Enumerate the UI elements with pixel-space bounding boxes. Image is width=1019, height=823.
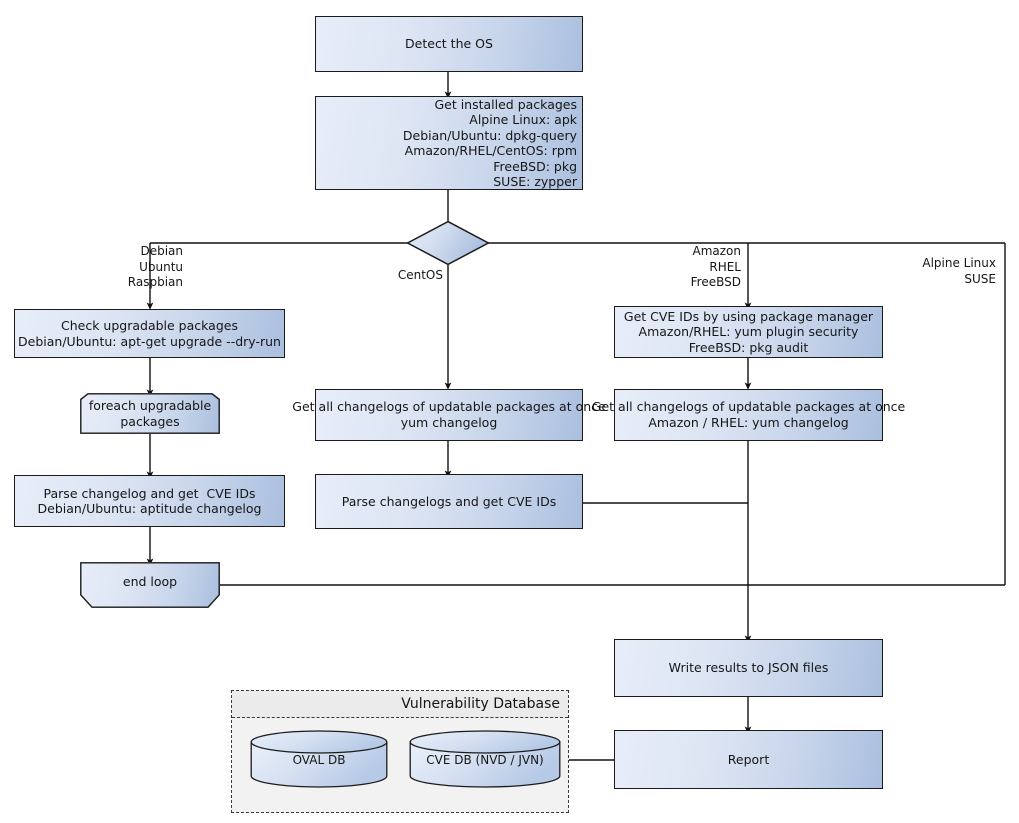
db-cve-label: CVE DB (NVD / JVN) [426,753,544,768]
edge-label-centos: CentOS [397,268,443,282]
node-get-cve-package-manager[interactable]: Get CVE IDs by using package manager Ama… [614,306,883,358]
node-os-decision[interactable] [406,220,490,266]
node-detect-os[interactable]: Detect the OS [315,16,583,72]
end-loop-outline [80,562,220,608]
node-check-upgradable[interactable]: Check upgradable packages Debian/Ubuntu:… [14,309,285,358]
db-cve[interactable]: CVE DB (NVD / JVN) [409,730,561,788]
node-foreach-loop-start[interactable]: foreach upgradable packages [80,393,220,434]
node-get-cve-package-manager-label: Get CVE IDs by using package manager Ama… [623,308,874,355]
node-check-upgradable-label: Check upgradable packages Debian/Ubuntu:… [18,318,281,349]
edge-label-alpine: Alpine Linux SUSE [922,256,996,286]
node-parse-changelogs-centos[interactable]: Parse changelogs and get CVE IDs [315,474,583,529]
end-loop-fill [80,562,220,608]
node-parse-changelog-debian-label: Parse changelog and get CVE IDs Debian/U… [37,485,262,517]
edge-label-debian: Debian Ubuntu Raspbian [127,244,183,289]
edge-label-amazon: Amazon RHEL FreeBSD [690,244,741,289]
node-get-changelogs-centos-label: Get all changelogs of updatable packages… [292,399,606,430]
node-get-installed-packages[interactable]: Get installed packages Alpine Linux: apk… [315,96,583,190]
foreach-fill [80,393,220,434]
node-foreach-loop-start-label: foreach upgradable packages [88,398,212,429]
node-write-results-json-label: Write results to JSON files [668,660,829,676]
node-get-changelogs-centos[interactable]: Get all changelogs of updatable packages… [292,389,606,441]
node-get-changelogs-rhel[interactable]: Get all changelogs of updatable packages… [592,389,905,441]
db-cve-icon [409,730,561,788]
node-report-label: Report [727,751,770,767]
node-parse-changelogs-centos-label: Parse changelogs and get CVE IDs [341,493,557,509]
db-oval-icon [250,730,388,788]
node-end-loop-label: end loop [122,574,178,590]
node-get-changelogs-rhel-label: Get all changelogs of updatable packages… [591,399,906,430]
node-detect-os-label: Detect the OS [405,36,493,52]
node-report[interactable]: Report [614,730,883,789]
db-oval-label: OVAL DB [292,753,346,768]
db-oval[interactable]: OVAL DB [250,730,388,788]
foreach-outline [80,393,220,434]
node-parse-changelog-debian[interactable]: Parse changelog and get CVE IDs Debian/U… [14,475,285,527]
node-get-installed-packages-label: Get installed packages Alpine Linux: apk… [402,96,577,190]
node-end-loop[interactable]: end loop [80,562,220,608]
vulnerability-database-title: Vulnerability Database [232,691,568,718]
node-write-results-json[interactable]: Write results to JSON files [614,639,883,697]
